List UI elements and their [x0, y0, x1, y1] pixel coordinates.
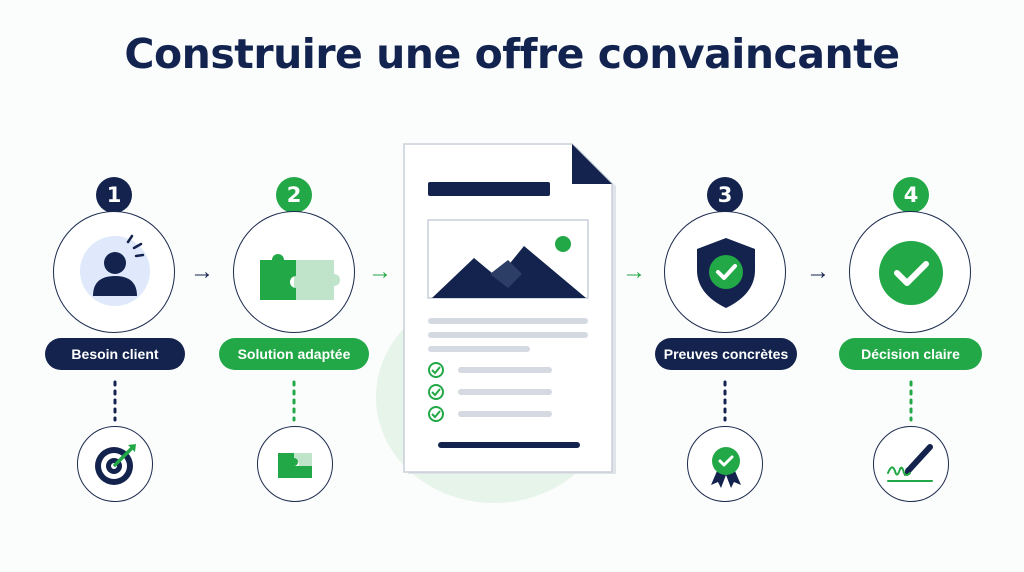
arrow-1: →	[190, 258, 214, 285]
step-2-label: Solution adaptée	[219, 338, 369, 370]
step-2-connector	[292, 380, 296, 422]
page-title: Construire une offre convaincante	[124, 30, 900, 78]
step-4-badge: 4	[893, 177, 929, 213]
pen-signature-icon	[887, 444, 933, 482]
step-4-label: Décision claire	[839, 338, 982, 370]
user-icon	[80, 234, 150, 306]
step-4-circle	[849, 211, 971, 333]
step-1-label: Besoin client	[45, 338, 185, 370]
step-2-badge: 2	[276, 177, 312, 213]
step-1-circle	[53, 211, 175, 333]
check-circle-icon	[879, 241, 943, 305]
puzzle-piece-icon	[278, 453, 312, 478]
step-2-sub-circle	[257, 426, 333, 502]
step-3-label: Preuves concrètes	[655, 338, 797, 370]
step-4-connector	[909, 380, 913, 422]
step-3-connector	[723, 380, 727, 422]
arrow-3: →	[622, 258, 646, 285]
step-1-sub-circle	[77, 426, 153, 502]
checklist	[428, 362, 552, 422]
step-2-circle	[233, 211, 355, 333]
arrow-4: →	[806, 258, 830, 285]
arrow-2: →	[368, 258, 392, 285]
shield-check-icon	[697, 238, 755, 308]
step-1-badge: 1	[96, 177, 132, 213]
step-4-sub-circle	[873, 426, 949, 502]
target-icon	[95, 444, 136, 485]
puzzle-icon	[260, 254, 340, 300]
step-3-circle	[664, 211, 786, 333]
award-ribbon-icon	[711, 447, 741, 488]
step-1-connector	[113, 380, 117, 422]
proposal-document-icon	[403, 143, 616, 474]
step-3-badge: 3	[707, 177, 743, 213]
proposal-document	[400, 142, 622, 487]
step-3-sub-circle	[687, 426, 763, 502]
